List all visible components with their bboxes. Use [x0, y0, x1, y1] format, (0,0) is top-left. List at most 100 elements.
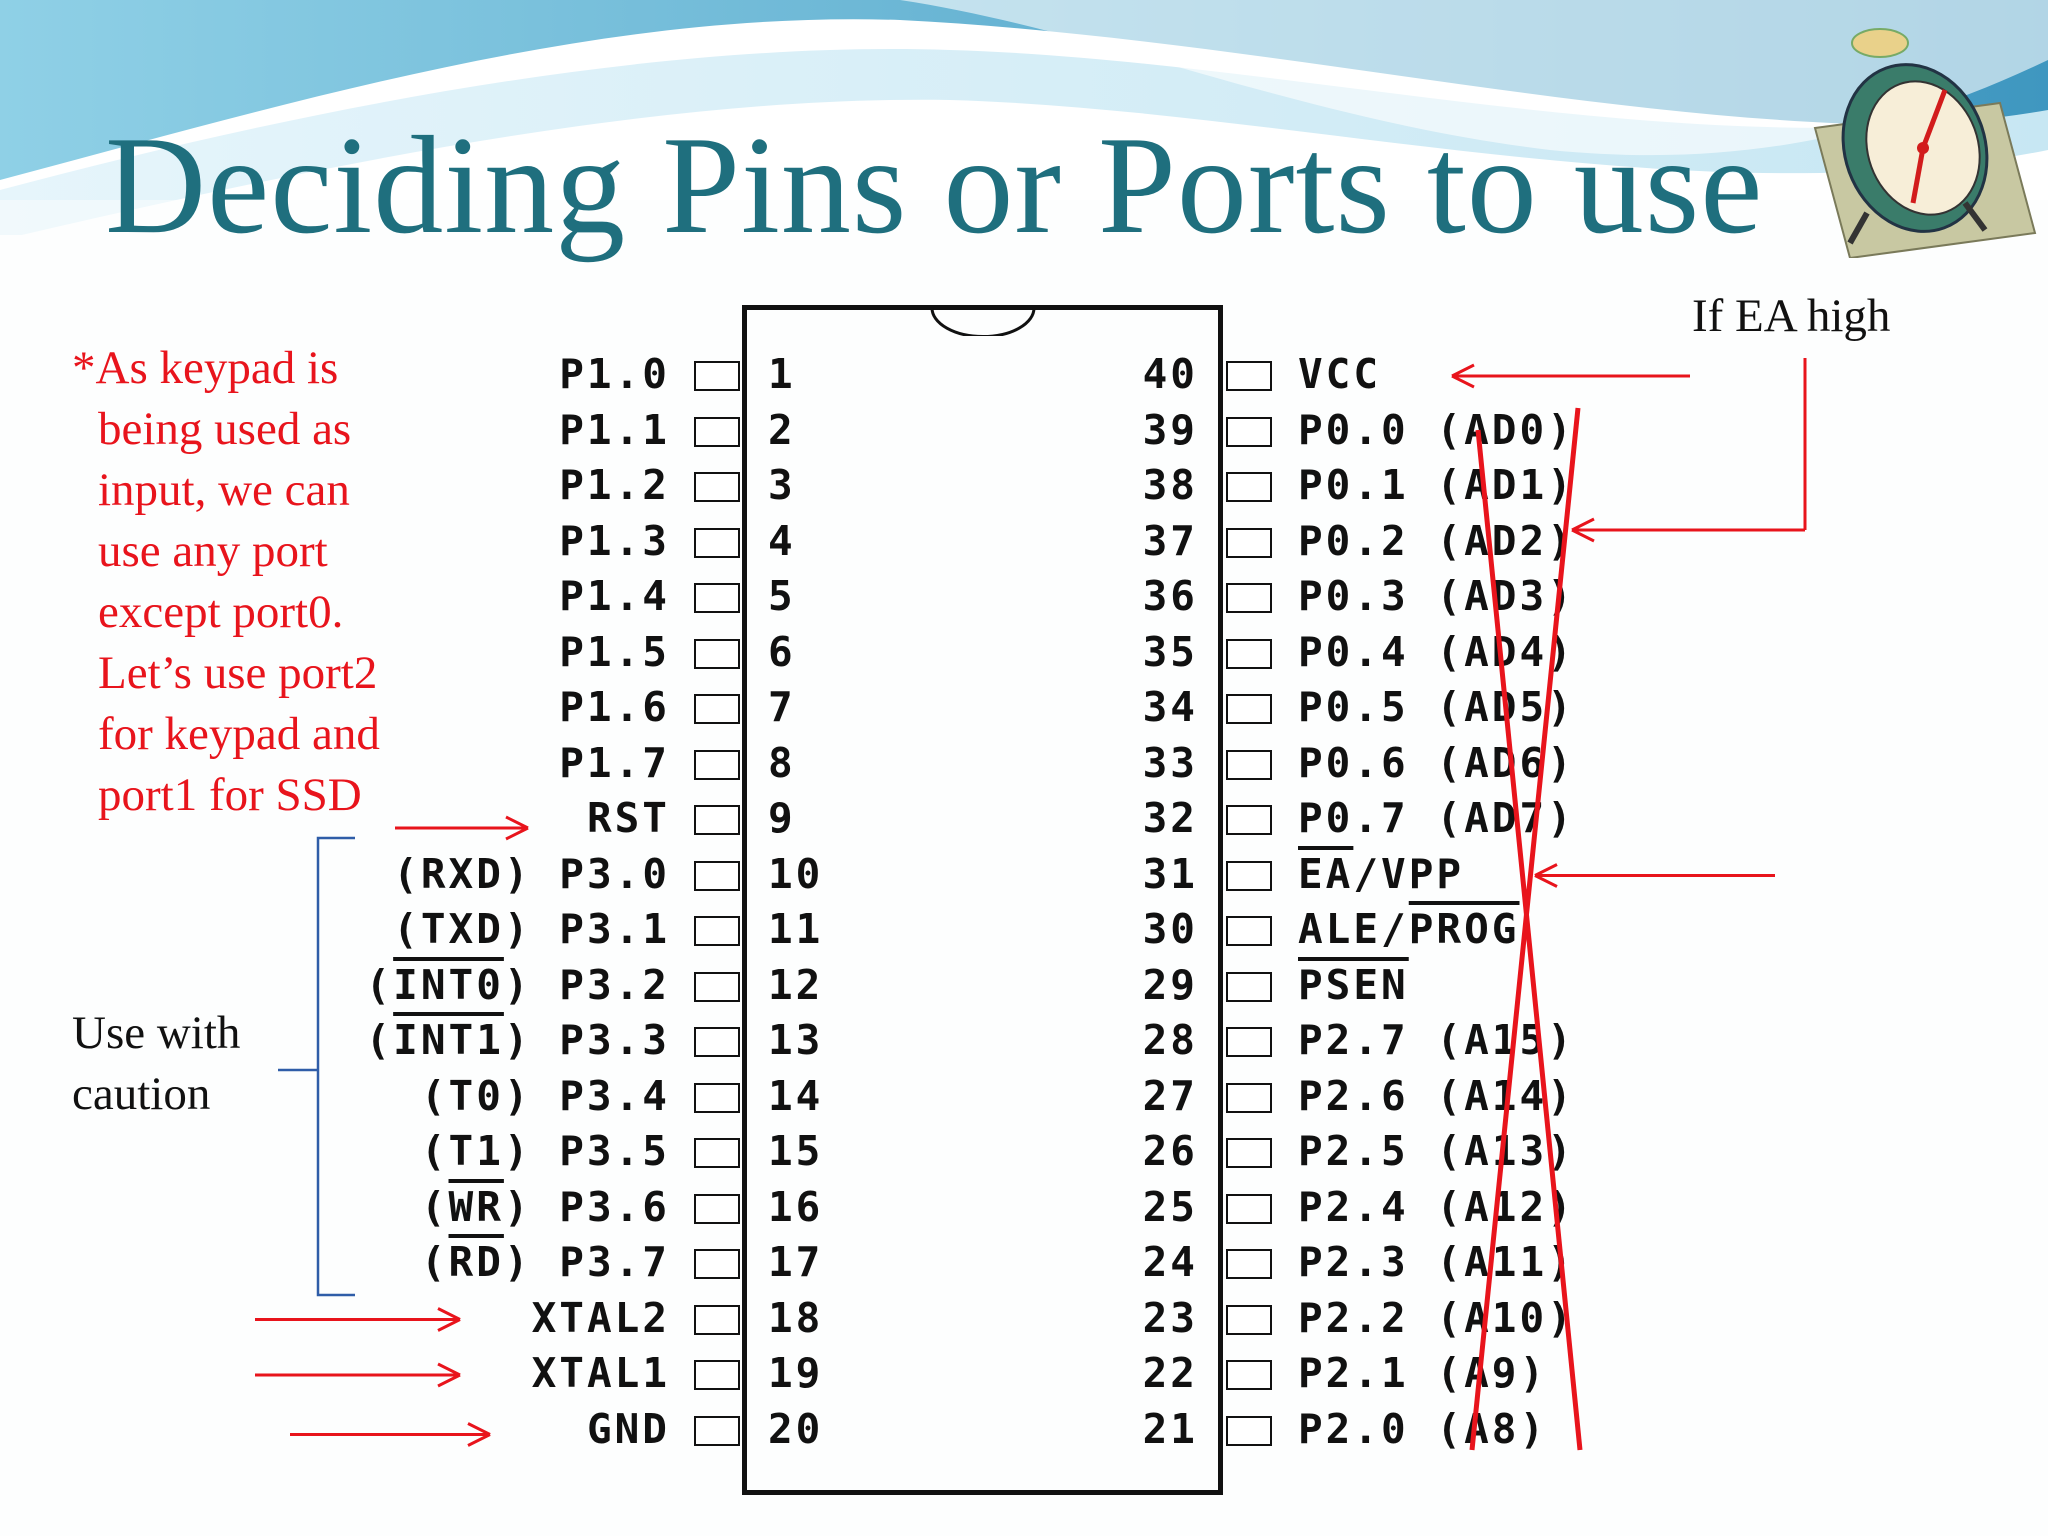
pin-label-left: RST — [586, 794, 670, 842]
pin-label-left: (T0) P3.4 — [420, 1071, 670, 1120]
pin-label-right: ALE/PROG — [1298, 901, 1520, 957]
pin-number-left: 5 — [768, 572, 796, 620]
pin-label-right: P2.4 (A12) — [1298, 1182, 1575, 1231]
pin-label-right: P2.3 (A11) — [1298, 1238, 1575, 1286]
pin-stub — [694, 860, 740, 891]
pin-number-right: 39 — [1142, 405, 1198, 454]
pin-stub — [1226, 361, 1272, 391]
chip-body — [742, 305, 1223, 1495]
chip-notch — [930, 307, 1036, 336]
keypad-note: *As keypad is being used as input, we ca… — [72, 338, 380, 826]
pin-stub — [1226, 1360, 1272, 1390]
pin-number-right: 37 — [1142, 516, 1198, 565]
pin-label-right: EA/VPP — [1298, 846, 1464, 902]
pin-label-left: (INT1) P3.3 — [280, 1012, 670, 1068]
pin-stub — [1226, 472, 1272, 502]
pin-label-right: P0.5 (AD5) — [1298, 683, 1575, 731]
pin-stub — [694, 1193, 740, 1224]
pin-label-left: (T1) P3.5 — [420, 1127, 670, 1175]
pin-stub — [1226, 860, 1272, 891]
pin-label-text: /VPP — [1353, 849, 1465, 898]
pin-label-text: ) P3.3 — [503, 1016, 670, 1064]
pin-stub — [1226, 805, 1272, 835]
pin-label-text: ) P3.6 — [503, 1182, 670, 1231]
pin-label-left: (TXD) P3.1 — [393, 905, 670, 953]
pin-label-left: P1.6 — [559, 683, 670, 731]
pin-stub — [694, 916, 740, 946]
pin-number-right: 22 — [1142, 1349, 1198, 1397]
pin-stub — [1226, 1082, 1272, 1113]
pin-label-right: PSEN — [1298, 957, 1409, 1013]
pin-label-left: (RXD) P3.0 — [393, 849, 670, 898]
pin-label-active-low: PSEN — [1298, 960, 1409, 1009]
pin-stub — [694, 1415, 740, 1446]
caution-line: caution — [72, 1068, 211, 1120]
pin-number-right: 35 — [1142, 627, 1198, 676]
pin-stub — [694, 527, 740, 558]
pin-stub — [1226, 1027, 1272, 1057]
pin-label-right: P0.4 (AD4) — [1298, 627, 1575, 676]
pin-label-right: P2.0 (A8) — [1298, 1404, 1548, 1453]
note-line: use any port — [98, 525, 328, 577]
pin-label-right: P2.6 (A14) — [1298, 1071, 1575, 1120]
pin-number-left: 19 — [768, 1349, 824, 1397]
pin-stub — [1226, 971, 1272, 1002]
pin-number-right: 31 — [1142, 849, 1198, 898]
pin-stub — [694, 416, 740, 447]
pin-number-right: 38 — [1142, 461, 1198, 509]
pin-label-text: ( — [420, 1238, 449, 1286]
pin-stub — [1226, 749, 1272, 780]
pin-number-right: 27 — [1142, 1071, 1198, 1120]
pin-stub — [1226, 416, 1272, 447]
pin-number-left: 3 — [768, 461, 796, 509]
pin-label-left: XTAL2 — [531, 1293, 670, 1342]
pin-number-left: 8 — [768, 738, 796, 787]
pin-number-right: 23 — [1142, 1293, 1198, 1342]
pin-label-text: ( — [420, 1182, 449, 1231]
pin-number-left: 2 — [768, 405, 796, 454]
pin-label-left: (WR) P3.6 — [280, 1179, 670, 1235]
pin-label-right: P2.7 (A15) — [1298, 1016, 1575, 1064]
pin-number-right: 21 — [1142, 1404, 1198, 1453]
pin-number-left: 14 — [768, 1071, 824, 1120]
pin-number-left: 18 — [768, 1293, 824, 1342]
pin-label-left: P1.7 — [559, 738, 670, 787]
pin-label-right: P0.1 (AD1) — [1298, 461, 1575, 509]
pin-number-right: 28 — [1142, 1016, 1198, 1064]
caution-label: Use with caution — [72, 1003, 240, 1125]
pin-label-right: P0.7 (AD7) — [1298, 794, 1575, 842]
alarm-clock-icon — [1813, 28, 2037, 258]
pin-stub — [694, 694, 740, 724]
note-line: *As keypad is — [72, 342, 339, 394]
pin-stub — [1226, 1193, 1272, 1224]
pin-stub — [694, 472, 740, 502]
pin-number-left: 6 — [768, 627, 796, 676]
pin-number-right: 30 — [1142, 905, 1198, 953]
pin-label-active-low: EA — [1298, 849, 1354, 898]
pin-label-left: XTAL1 — [531, 1349, 670, 1397]
pin-number-right: 24 — [1142, 1238, 1198, 1286]
pin-number-left: 13 — [768, 1016, 824, 1064]
pin-label-active-low: WR — [448, 1182, 504, 1231]
pin-label-text: ALE/ — [1298, 905, 1409, 953]
pin-number-right: 33 — [1142, 738, 1198, 787]
note-line: port1 for SSD — [98, 769, 362, 821]
pin-number-right: 36 — [1142, 572, 1198, 620]
pin-number-left: 16 — [768, 1182, 824, 1231]
pin-label-left: (INT0) P3.2 — [280, 957, 670, 1013]
pin-label-left: P1.1 — [559, 405, 670, 454]
pin-stub — [694, 1360, 740, 1390]
pin-stub — [694, 583, 740, 613]
caution-line: Use with — [72, 1007, 241, 1059]
pin-label-text: ) P3.7 — [503, 1238, 670, 1286]
pin-stub — [1226, 1249, 1272, 1279]
pin-label-text: ) P3.2 — [503, 960, 670, 1009]
pin-label-right: P2.1 (A9) — [1298, 1349, 1548, 1397]
pin-number-left: 10 — [768, 849, 824, 898]
pin-label-active-low: PROG — [1408, 905, 1520, 953]
pin-label-text: ( — [365, 1016, 394, 1064]
pin-stub — [1226, 1138, 1272, 1168]
pin-label-active-low: INT1 — [393, 1016, 504, 1064]
pin-stub — [694, 749, 740, 780]
pin-label-left: (RD) P3.7 — [280, 1234, 670, 1290]
